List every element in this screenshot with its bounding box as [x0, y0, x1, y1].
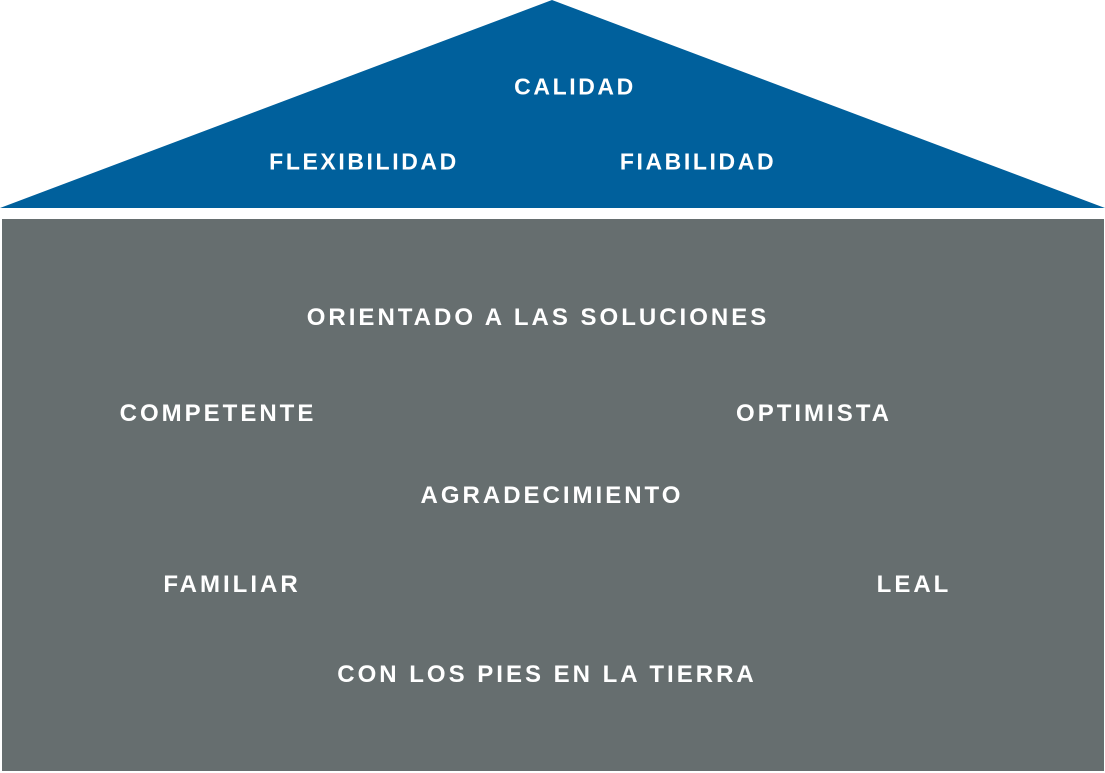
- body-value-pies-en-la-tierra: CON LOS PIES EN LA TIERRA: [337, 661, 757, 688]
- roof-value-fiabilidad: FIABILIDAD: [619, 148, 777, 175]
- roof-value-flexibilidad: FLEXIBILIDAD: [269, 148, 459, 175]
- body-value-optimista: OPTIMISTA: [736, 400, 892, 427]
- roof-triangle: [0, 0, 1105, 208]
- body-value-orientado: ORIENTADO A LAS SOLUCIONES: [306, 304, 770, 331]
- body-value-agradecimiento: AGRADECIMIENTO: [420, 482, 684, 509]
- body-value-leal: LEAL: [876, 571, 952, 598]
- body-value-familiar: FAMILIAR: [163, 571, 301, 598]
- house-roof: [0, 0, 1105, 208]
- body-value-competente: COMPETENTE: [119, 400, 317, 427]
- house-body: [2, 219, 1104, 771]
- roof-value-calidad: CALIDAD: [514, 73, 636, 100]
